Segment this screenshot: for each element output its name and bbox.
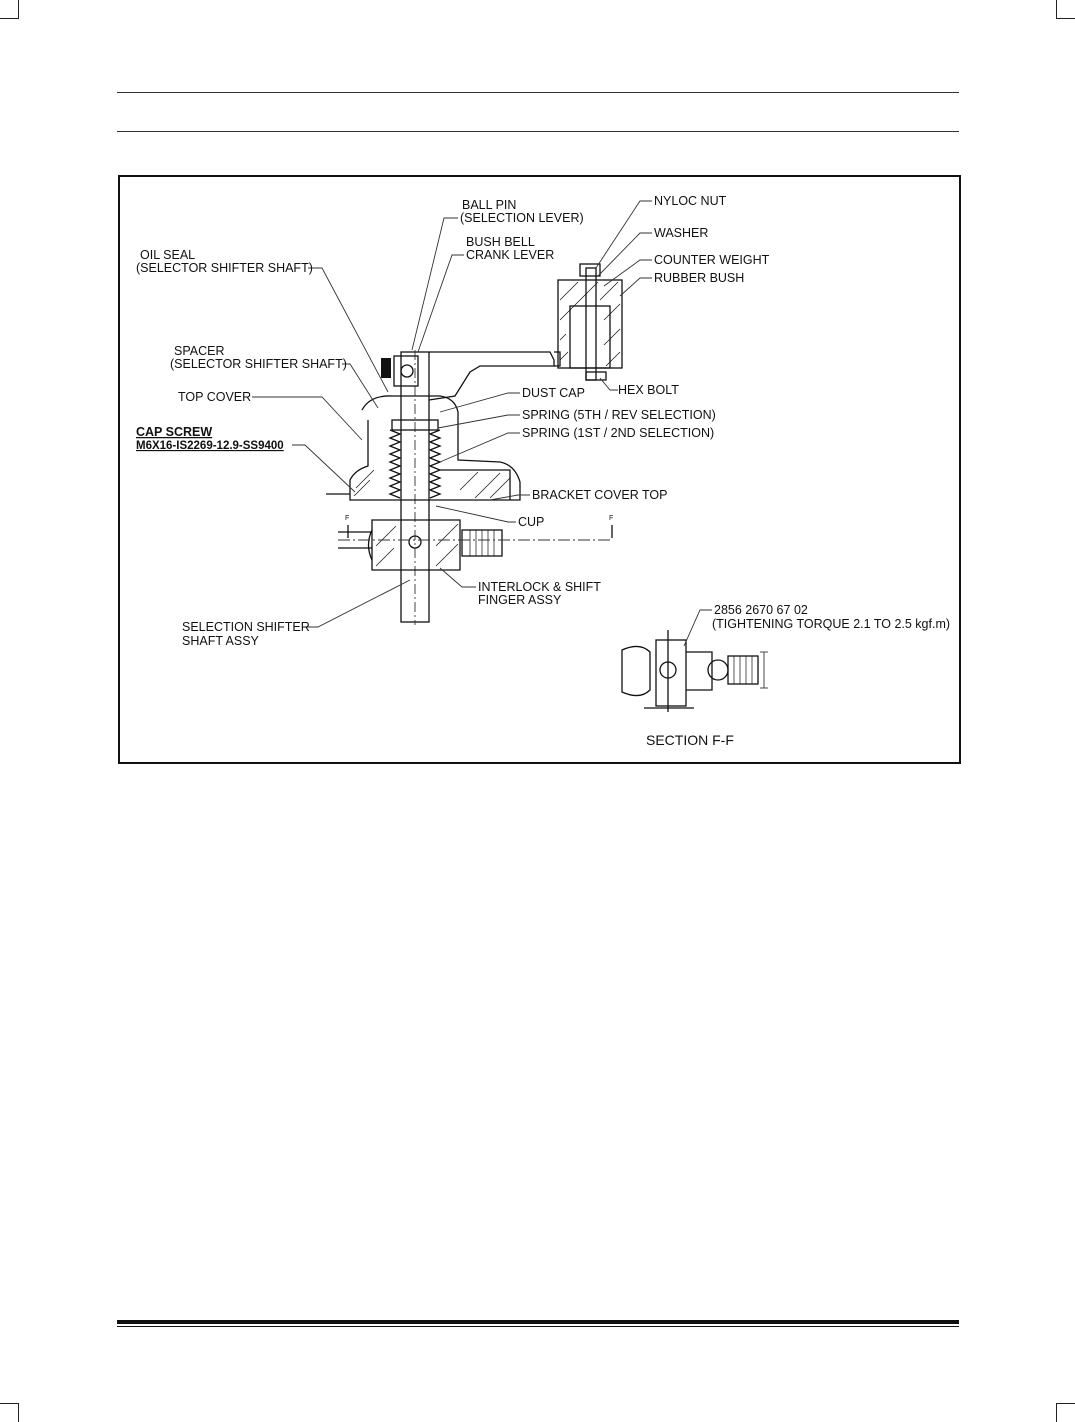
label-hex-bolt: HEX BOLT [618,383,679,397]
label-cap-screw-1: CAP SCREW [136,425,212,439]
section-mark-left: F [345,515,349,522]
label-tightening-torque: (TIGHTENING TORQUE 2.1 TO 2.5 kgf.m) [712,617,950,631]
label-cap-screw-2: M6X16-IS2269-12.9-SS9400 [136,440,284,452]
label-washer: WASHER [654,226,708,240]
crop-mark-bottom-right [1056,1403,1075,1422]
label-interlock-1: INTERLOCK & SHIFT [478,580,601,594]
label-bush-bell-1: BUSH BELL [466,235,535,249]
section-mark-right: F [609,515,613,522]
label-nyloc-nut: NYLOC NUT [654,194,727,208]
label-interlock-2: FINGER ASSY [478,593,562,607]
footer-rule-thick [117,1320,959,1324]
label-rubber-bush: RUBBER BUSH [654,271,744,285]
label-oil-seal-1: OIL SEAL [140,248,195,262]
label-bracket-cover-top: BRACKET COVER TOP [532,488,667,502]
label-counter-weight: COUNTER WEIGHT [654,253,770,267]
label-spacer-2: (SELECTOR SHIFTER SHAFT) [170,357,347,371]
label-bush-bell-2: CRANK LEVER [466,248,554,262]
label-spring-5th: SPRING (5TH / REV SELECTION) [522,408,716,422]
diagram-frame [118,175,961,764]
label-spacer-1: SPACER [174,344,224,358]
section-ff-drawing [621,630,768,712]
label-top-cover: TOP COVER [178,390,251,404]
label-dust-cap: DUST CAP [522,386,585,400]
footer-rule-thin [117,1326,959,1327]
label-ball-pin-1: BALL PIN [462,198,516,212]
crop-mark-bottom-left [0,1403,19,1422]
label-selection-shaft-2: SHAFT ASSY [182,634,260,648]
section-ff-title: SECTION F-F [646,732,734,748]
header-rule-bottom [117,131,959,132]
label-selection-shaft-1: SELECTION SHIFTER [182,620,310,634]
selector-shaft-diagram: F F [136,194,950,748]
label-oil-seal-2: (SELECTOR SHIFTER SHAFT) [136,261,313,275]
leader-lines [252,200,712,647]
crop-mark-top-left [0,0,19,19]
label-cup: CUP [518,515,544,529]
label-part-number: 2856 2670 67 02 [714,603,808,617]
header-rule-top [117,92,959,93]
label-spring-1st: SPRING (1ST / 2ND SELECTION) [522,426,714,440]
assembly-drawing: F F [326,263,623,625]
label-ball-pin-2: (SELECTION LEVER) [460,211,584,225]
crop-mark-top-right [1056,0,1075,19]
